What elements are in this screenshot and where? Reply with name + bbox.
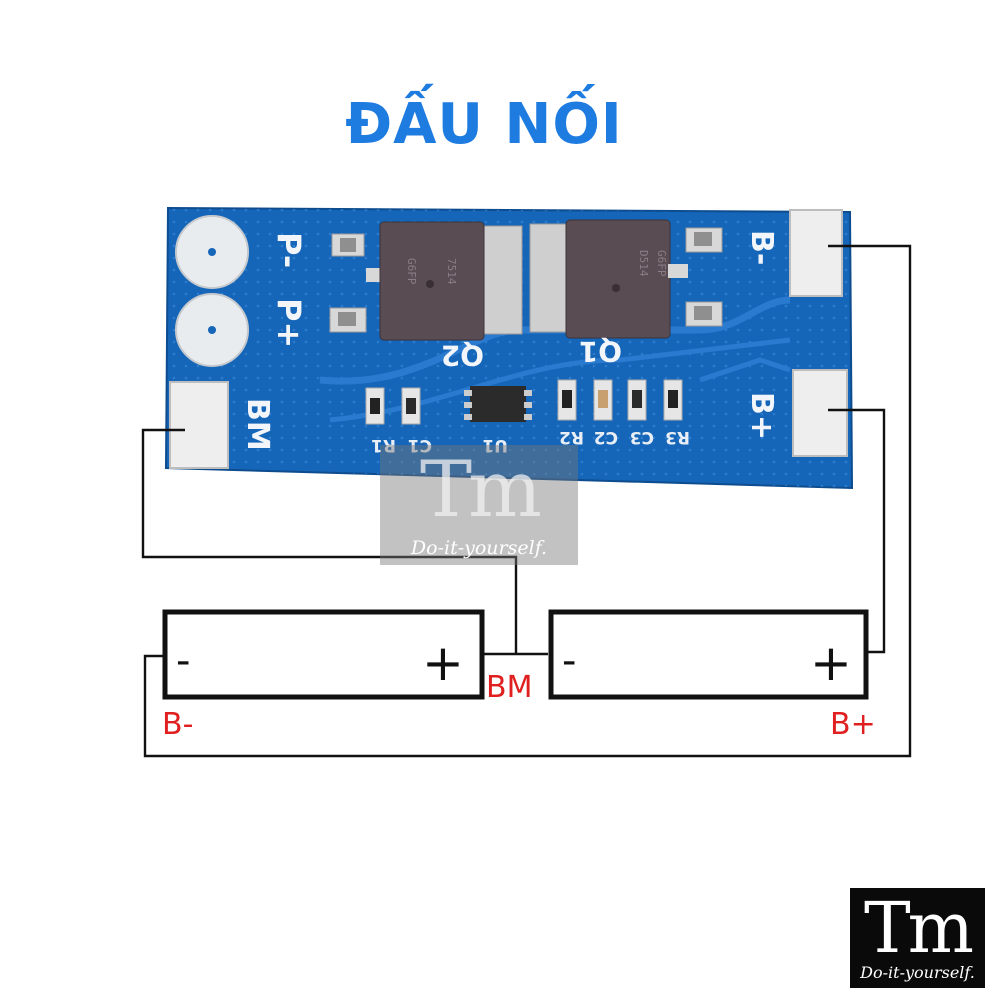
watermark-text: Do-it-yourself. <box>410 537 548 559</box>
bms-board: P- P+ BM B- B+ 7514 G6FP Q2 <box>164 206 854 490</box>
battery-2-body <box>548 609 869 700</box>
mosfet-lead-core <box>694 232 712 246</box>
label-bm-board: BM <box>240 398 275 451</box>
wire-bm <box>141 428 518 654</box>
watermark: Tm Do-it-yourself. <box>380 445 578 565</box>
battery-1: - + <box>162 609 485 700</box>
pad-b-plus <box>792 369 848 457</box>
q1-marking-1: D514 <box>637 250 650 277</box>
brand-logo: Tm Do-it-yourself. <box>850 888 985 988</box>
mosfet-lead-core <box>340 238 356 252</box>
ic-pin <box>464 414 472 420</box>
battery-2: - + <box>548 609 869 700</box>
battery-2-plus: + <box>810 634 852 692</box>
mosfet-q1: D514 G6FP <box>529 219 723 339</box>
label-u1: U1 <box>482 435 508 455</box>
resistor-body <box>562 390 572 408</box>
pad-bm <box>169 381 229 469</box>
wire-b-minus <box>143 244 912 758</box>
capacitor-body <box>632 390 642 408</box>
watermark-logo: Tm <box>420 445 542 535</box>
ic-pin <box>524 414 532 420</box>
pad-b-minus <box>789 209 843 297</box>
ic-pin <box>524 402 532 408</box>
resistor-body <box>370 398 380 414</box>
label-p-minus: P- <box>270 232 308 268</box>
label-q1: Q1 <box>579 335 622 368</box>
mosfet-lead-core <box>338 312 356 326</box>
label-b-minus: B- <box>162 707 193 742</box>
battery-1-minus: - <box>176 638 190 684</box>
capacitor-body <box>598 390 608 408</box>
label-b-minus-board: B- <box>744 230 779 265</box>
label-c1: C1 <box>408 435 432 455</box>
label-bm: BM <box>486 670 532 705</box>
mosfet-body <box>565 219 671 339</box>
label-r2: R2 <box>559 427 584 447</box>
label-r3: R3 <box>665 427 690 447</box>
wires <box>141 244 912 758</box>
mosfet-dot <box>612 284 620 292</box>
battery-2-minus: - <box>562 638 576 684</box>
ic-u1 <box>470 386 526 422</box>
label-b-plus-board: B+ <box>744 392 779 440</box>
mosfet-q2: 7514 G6FP <box>329 221 523 341</box>
q1-marking-2: G6FP <box>655 250 668 277</box>
label-b-plus: B+ <box>830 707 876 742</box>
label-c2: C2 <box>594 427 618 447</box>
ic-pin <box>464 390 472 396</box>
q2-marking-1: 7514 <box>445 258 458 285</box>
label-q2: Q2 <box>441 339 484 372</box>
label-c3: C3 <box>630 427 654 447</box>
pad-hole <box>208 248 216 256</box>
pcb-trace <box>699 357 791 383</box>
diagram-title: ĐẤU NỐI <box>345 92 623 157</box>
ic-pin <box>464 402 472 408</box>
ic-pin <box>524 390 532 396</box>
wire-b-plus <box>828 408 886 654</box>
label-p-plus: P+ <box>270 298 308 348</box>
smd-components <box>365 379 683 425</box>
brand-logo-text: Do-it-yourself. <box>860 963 975 982</box>
brand-logo-glyph: Tm <box>863 887 974 969</box>
mosfet-lead <box>668 264 688 278</box>
battery-1-body <box>162 609 485 700</box>
pad-hole <box>208 326 216 334</box>
capacitor-body <box>406 398 416 414</box>
label-r1: R1 <box>371 435 396 455</box>
resistor-body <box>668 390 678 408</box>
mosfet-lead-core <box>694 306 712 320</box>
mosfet-dot <box>426 280 434 288</box>
q2-marking-2: G6FP <box>405 258 418 285</box>
battery-1-plus: + <box>422 634 464 692</box>
